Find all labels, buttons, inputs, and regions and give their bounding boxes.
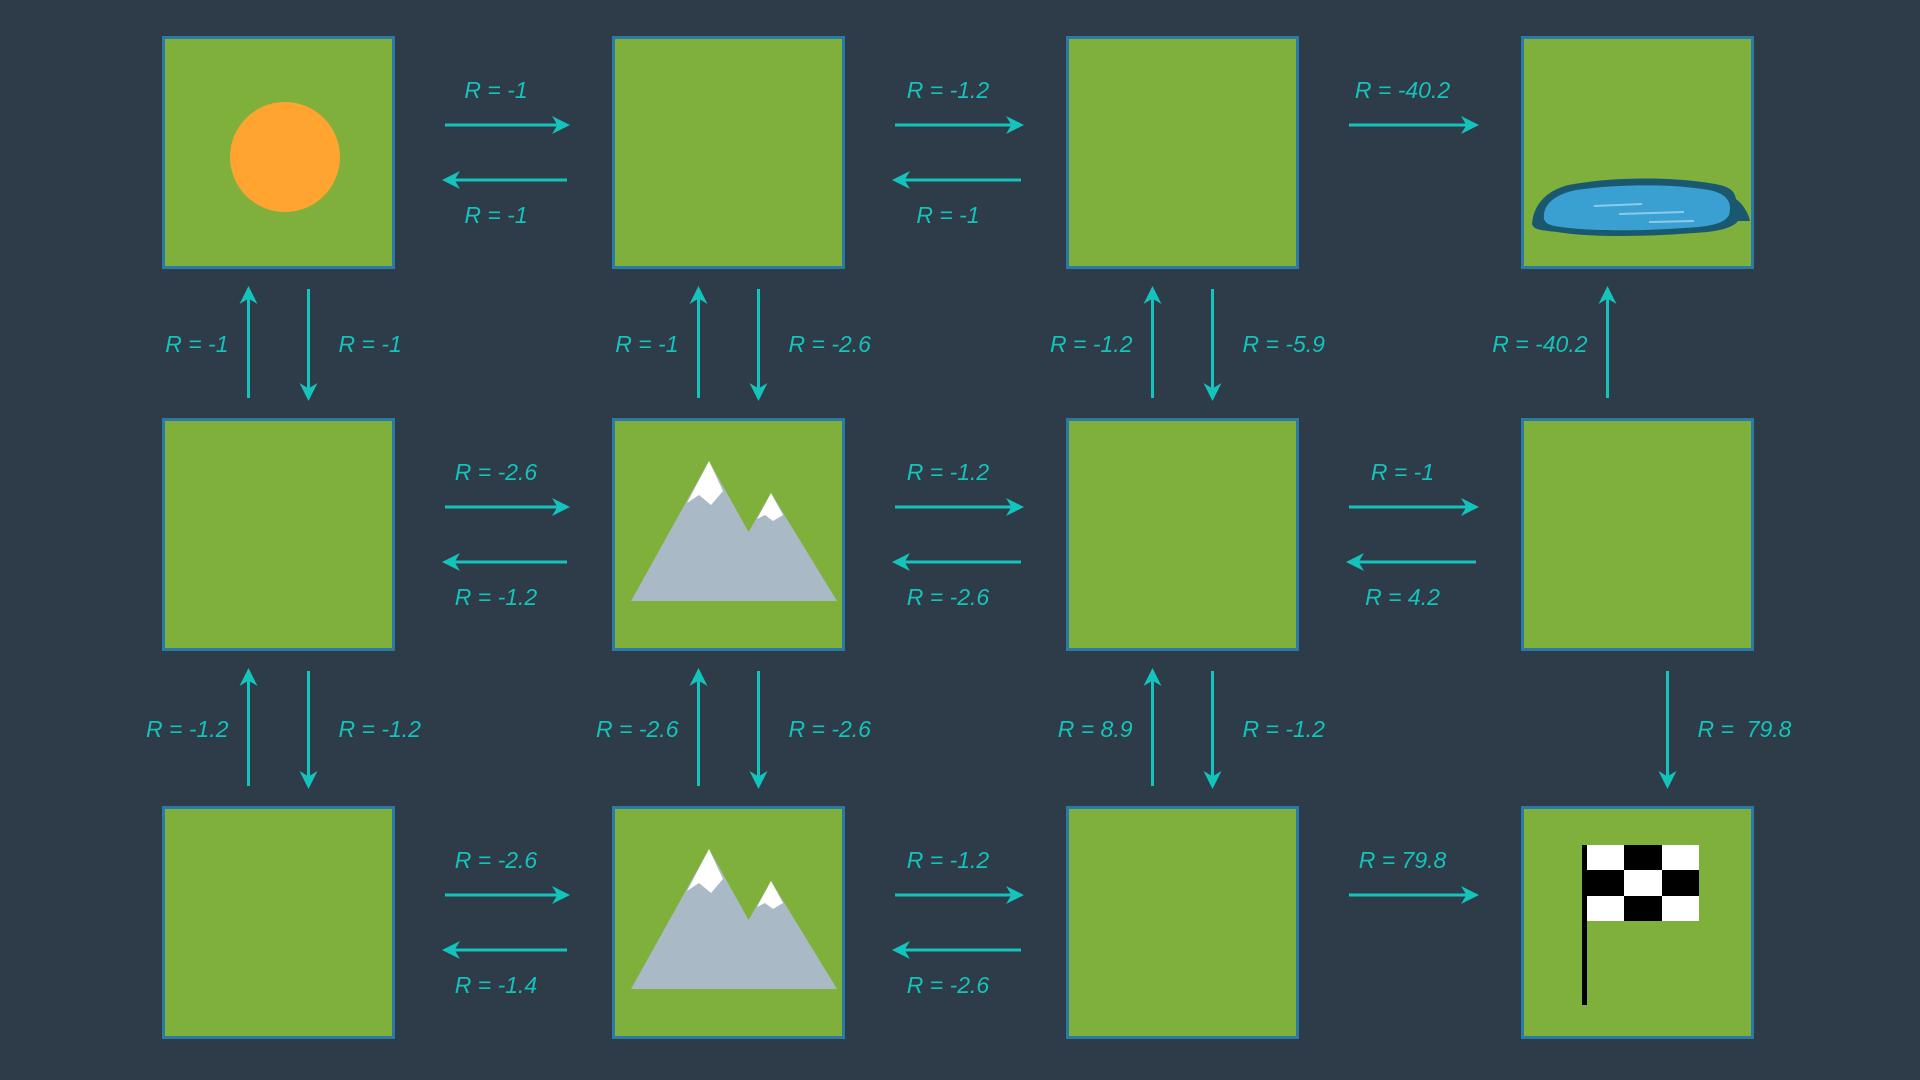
reward-label: R = -5.9 [1242,330,1325,357]
reward-label: R = -1 [338,330,402,357]
reward-label: R = -2.6 [454,847,538,873]
reward-label: R = 79.8 [1697,715,1792,742]
reward-label: R = -1.2 [454,584,538,610]
grid-cell-r2-c0 [162,806,395,1039]
grid-cell-r1-c1 [612,418,845,651]
reward-label: R = -2.6 [454,459,538,485]
reward-label: R = -2.6 [906,972,990,998]
reward-label: R = -1.2 [146,715,229,742]
grid-cell-r0-c0 [162,36,395,269]
reward-label: R = 79.8 [1358,847,1447,873]
reward-label: R = -2.6 [596,715,679,742]
reward-label: R = -1 [615,330,679,357]
reward-label: R = -2.6 [788,330,871,357]
reward-label: R = -1.2 [906,847,990,873]
reward-label: R = -1 [1370,459,1435,485]
reward-label: R = -1.2 [338,715,421,742]
reward-label: R = -1 [916,202,980,228]
reward-label: R = -1 [165,330,229,357]
grid-cell-r0-c3 [1521,36,1754,269]
reward-label: R = -40.2 [1492,330,1588,357]
reward-label: R = -1.2 [1050,330,1133,357]
reward-label: R = 8.9 [1057,715,1133,742]
reward-label: R = -1 [464,77,528,103]
grid-cell-r2-c2 [1066,806,1299,1039]
reward-label: R = -1.2 [906,77,990,103]
grid-cell-r0-c1 [612,36,845,269]
reward-label: R = -2.6 [788,715,871,742]
grid-cell-r1-c0 [162,418,395,651]
reward-label: R = 4.2 [1365,584,1440,610]
grid-cell-r1-c2 [1066,418,1299,651]
grid-cell-r1-c3 [1521,418,1754,651]
grid-cell-r2-c3 [1521,806,1754,1039]
reward-label: R = -1.2 [1242,715,1325,742]
grid-cell-r2-c1 [612,806,845,1039]
reward-label: R = -40.2 [1354,77,1451,103]
reward-label: R = -2.6 [906,584,990,610]
reward-label: R = -1.4 [454,972,538,998]
reward-label: R = -1 [464,202,528,228]
reward-label: R = -1.2 [906,459,990,485]
grid-cell-r0-c2 [1066,36,1299,269]
